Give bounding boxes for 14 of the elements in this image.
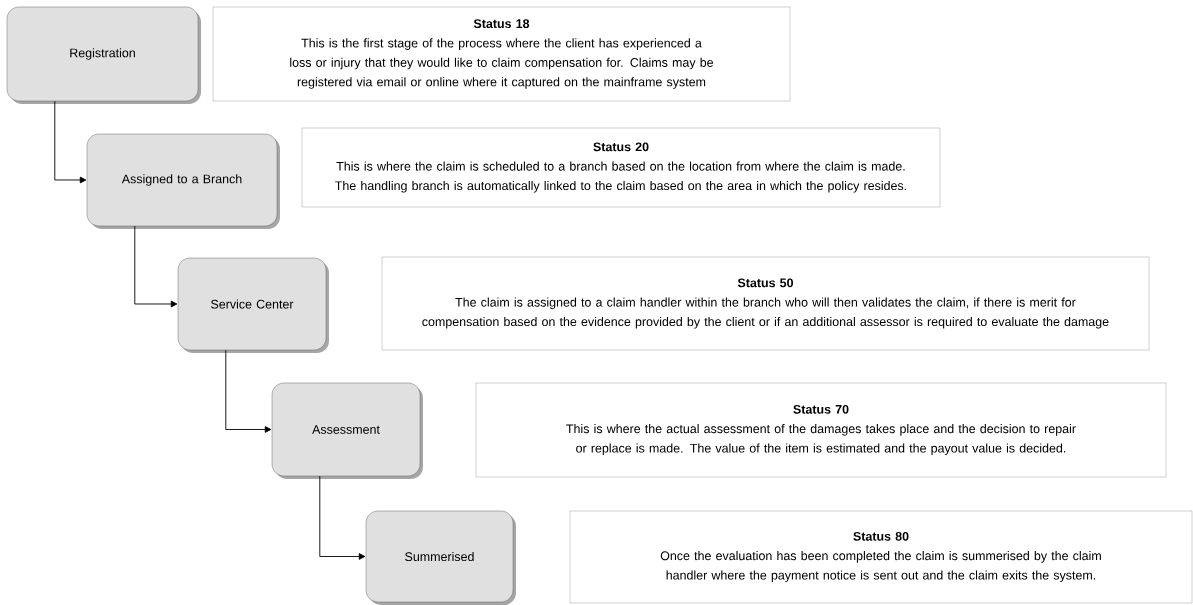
arrow	[54, 100, 87, 184]
description-box: Status 80 Once the evaluation has been completed the claim is summerised by the claim handler where the payment notice is sent out and the claim exits the system.	[569, 510, 1193, 604]
description-box: Status 50 The claim is assigned to a claim handler within the branch who will then validates the claim, if there is merit for compensation based on the evidence provided by the client or if an additional assessor is required to evaluate the damage	[381, 256, 1150, 351]
description-box: Status 18 This is the first stage of the process where the client has experienced a loss or injury that they would like to claim compensation for. Claims may be registered via email or online where it captured on the mainframe system	[212, 6, 791, 102]
process-box: Registration	[6, 6, 201, 104]
description-box: Status 70 This is where the actual assessment of the damages takes place and the decision to repair or replace is made. The value of the item is estimated and the payout value is decided.	[475, 382, 1167, 478]
process-box: Service Center	[177, 257, 329, 353]
arrow	[225, 349, 272, 433]
process-box: Summerised	[365, 510, 516, 605]
process-box: Assigned to a Branch	[86, 133, 280, 229]
description-box: Status 20 This is where the claim is scheduled to a branch based on the location from where the claim is made. The handling branch is automatically linked to the claim based on the area in which the policy resides.	[301, 127, 941, 208]
process-box: Assessment	[271, 382, 423, 479]
arrow	[134, 225, 178, 308]
arrow	[319, 475, 366, 560]
